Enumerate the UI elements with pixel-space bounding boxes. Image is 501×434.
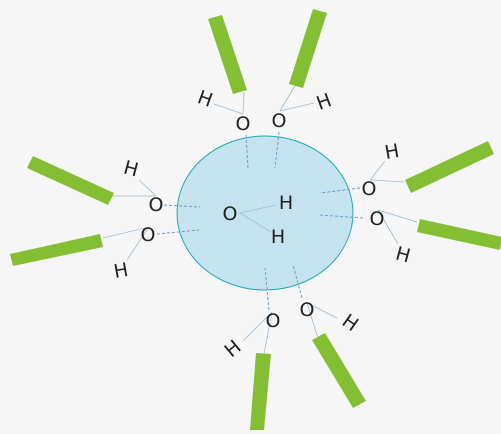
chain-lower-left bbox=[10, 234, 103, 266]
chain-bottom-right bbox=[312, 333, 366, 408]
hydrogen-label: H bbox=[338, 310, 362, 336]
central-bonds bbox=[239, 204, 277, 233]
oxygen-label: O bbox=[266, 310, 281, 332]
ion-sphere bbox=[176, 135, 354, 291]
hydrogen-label: H bbox=[314, 89, 335, 115]
polymer-chains bbox=[10, 9, 501, 430]
hydrogen-label: H bbox=[393, 243, 413, 268]
central-hydrogen-label-1: H bbox=[279, 192, 293, 214]
hydrogen-label: H bbox=[195, 86, 216, 112]
oxygen-label: O bbox=[300, 299, 315, 321]
chain-lower-right bbox=[417, 219, 501, 250]
hydrogen-label: H bbox=[383, 140, 401, 164]
ligand-bonds bbox=[102, 83, 418, 355]
oxygen-label: O bbox=[272, 110, 287, 132]
oxygen-label: O bbox=[141, 224, 156, 246]
central-hydrogen-label-2: H bbox=[271, 226, 285, 248]
chain-top-right bbox=[289, 9, 327, 88]
oxygen-label: O bbox=[362, 178, 377, 200]
chain-bottom-left bbox=[250, 353, 271, 430]
interaction-lines bbox=[156, 131, 364, 311]
central-oxygen-label: O bbox=[223, 203, 238, 225]
oxygen-label: O bbox=[370, 208, 385, 230]
chain-top-left bbox=[208, 15, 247, 94]
hydrogen-label: H bbox=[112, 259, 130, 283]
oxygen-label: O bbox=[149, 194, 164, 216]
hydrogen-label: H bbox=[121, 157, 141, 182]
hydrogen-label: H bbox=[220, 336, 245, 362]
oxygen-label: O bbox=[236, 113, 251, 135]
ligand-oxygen-labels: O O O O O O O O bbox=[141, 110, 385, 332]
chain-upper-right bbox=[405, 141, 494, 193]
chain-upper-left bbox=[27, 156, 114, 205]
